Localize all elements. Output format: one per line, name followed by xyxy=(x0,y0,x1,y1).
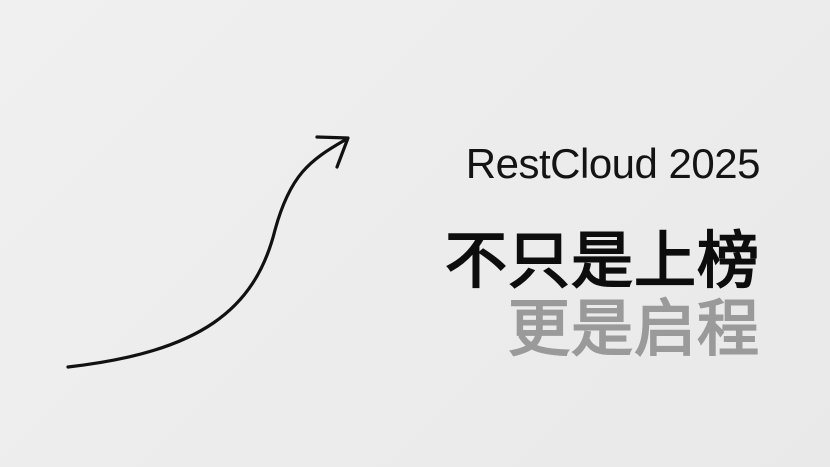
brand-year-title: RestCloud 2025 xyxy=(465,140,761,187)
headline-primary: 不只是上榜 xyxy=(444,224,760,297)
arrow-head xyxy=(315,135,350,169)
headline-secondary: 更是启程 xyxy=(507,292,760,365)
arrow-shaft xyxy=(66,138,347,369)
headline-block: RestCloud 2025 不只是上榜 更是启程 xyxy=(444,138,761,365)
